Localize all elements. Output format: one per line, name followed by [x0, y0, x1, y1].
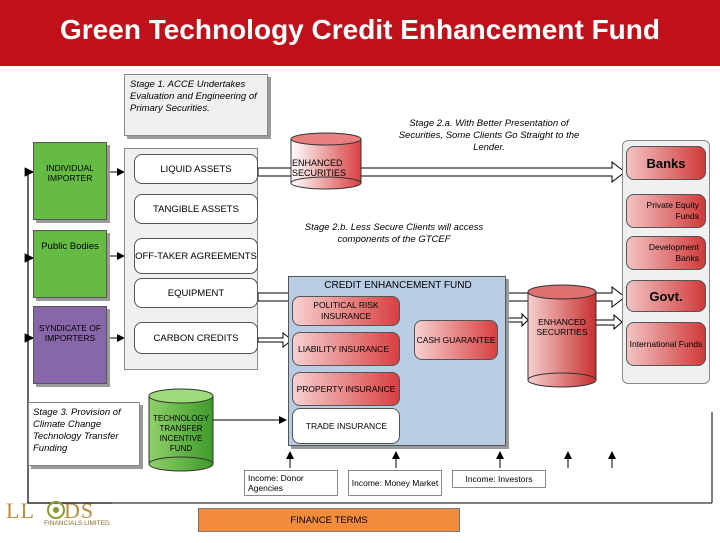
public-bodies-label: Public Bodies: [41, 241, 99, 252]
income-donor-label: Income: Donor Agencies: [248, 473, 304, 493]
individual-importer-label: INDIVIDUAL IMPORTER: [46, 163, 94, 183]
international-funds-label: International Funds: [629, 338, 703, 349]
enhanced-securities-cylinder-right: [527, 284, 597, 388]
stage1-note: Stage 1. ACCE Undertakes Evaluation and …: [130, 79, 257, 114]
syndicate-box: SYNDICATE OF IMPORTERS: [33, 306, 107, 384]
income-money: Income: Money Market: [348, 470, 442, 496]
banks-label: Banks: [646, 155, 686, 171]
individual-importer-box: INDIVIDUAL IMPORTER: [33, 142, 107, 220]
private-equity-label: Private Equity Funds: [646, 200, 699, 221]
stage3-note: Stage 3. Provision of Climate Change Tec…: [33, 407, 121, 454]
offtaker-label: OFF-TAKER AGREEMENTS: [135, 250, 257, 262]
govt: Govt.: [626, 280, 706, 312]
tech-fund-label: TECHNOLOGY TRANSFER INCENTIVE FUND: [152, 414, 209, 453]
private-equity-funds: Private Equity Funds: [626, 194, 706, 228]
logo-subtitle: FINANCIALS LIMITED: [44, 520, 110, 527]
return-line: [27, 172, 112, 504]
cash-guarantee-label: CASH GUARANTEE: [416, 334, 496, 345]
carbon-credits-label: CARBON CREDITS: [153, 332, 239, 344]
liability-insurance: LIABILITY INSURANCE: [292, 332, 400, 366]
tangible-assets-label: TANGIBLE ASSETS: [153, 203, 239, 215]
cash-guarantee: CASH GUARANTEE: [414, 320, 498, 360]
finance-terms: FINANCE TERMS: [198, 508, 460, 532]
property-label: PROPERTY INSURANCE: [296, 383, 396, 394]
tangible-assets: TANGIBLE ASSETS: [134, 194, 258, 224]
liquid-assets: LIQUID ASSETS: [134, 154, 258, 184]
svg-text:DS: DS: [64, 498, 94, 523]
offtaker-agreements: OFF-TAKER AGREEMENTS: [134, 238, 258, 274]
public-bodies-box: Public Bodies: [33, 230, 107, 298]
title-bar: Green Technology Credit Enhancement Fund: [0, 0, 720, 66]
international-funds: International Funds: [626, 322, 706, 366]
stage1-box: Stage 1. ACCE Undertakes Evaluation and …: [124, 74, 268, 136]
income-donor: Income: Donor Agencies: [244, 470, 338, 496]
trade-insurance: TRADE INSURANCE: [292, 408, 400, 444]
income-money-label: Income: Money Market: [351, 478, 439, 488]
stage3-box: Stage 3. Provision of Climate Change Tec…: [28, 402, 140, 466]
svg-text:LL: LL: [6, 498, 35, 523]
page-title: Green Technology Credit Enhancement Fund: [60, 14, 660, 45]
syndicate-label: SYNDICATE OF IMPORTERS: [38, 323, 102, 343]
development-banks: Development Banks: [626, 236, 706, 270]
equipment-label: EQUIPMENT: [167, 287, 225, 299]
political-risk-label: POLITICAL RISK INSURANCE: [313, 300, 379, 321]
stage2a-note: Stage 2.a. With Better Presentation of S…: [398, 118, 580, 153]
equipment: EQUIPMENT: [134, 278, 258, 308]
enhanced-securities-right-label: ENHANCED SECURITIES: [536, 317, 588, 337]
carbon-credits: CARBON CREDITS: [134, 322, 258, 354]
banks: Banks: [626, 146, 706, 180]
govt-label: Govt.: [649, 288, 683, 304]
tech-fund-cylinder: [148, 388, 214, 472]
finance-terms-label: FINANCE TERMS: [290, 514, 368, 526]
income-investors: Income: Investors: [452, 470, 546, 488]
income-investors-label: Income: Investors: [465, 474, 533, 484]
fund-title: CREDIT ENHANCEMENT FUND: [324, 280, 472, 291]
logo-mark-icon: LL DS: [6, 498, 94, 523]
enhanced-securities-cylinder-top: [290, 132, 362, 190]
political-risk-insurance: POLITICAL RISK INSURANCE: [292, 296, 400, 326]
liability-label: LIABILITY INSURANCE: [297, 343, 389, 354]
development-banks-label: Development Banks: [648, 242, 699, 263]
property-insurance: PROPERTY INSURANCE: [292, 372, 400, 406]
enhanced-securities-top-label: ENHANCED SECURITIES: [292, 158, 347, 178]
trade-label: TRADE INSURANCE: [305, 420, 387, 431]
lloyds-logo: LL DS FINANCIALS LIMITED: [4, 494, 116, 538]
liquid-assets-label: LIQUID ASSETS: [160, 163, 232, 175]
stage2b-note: Stage 2.b. Less Secure Clients will acce…: [304, 222, 484, 245]
